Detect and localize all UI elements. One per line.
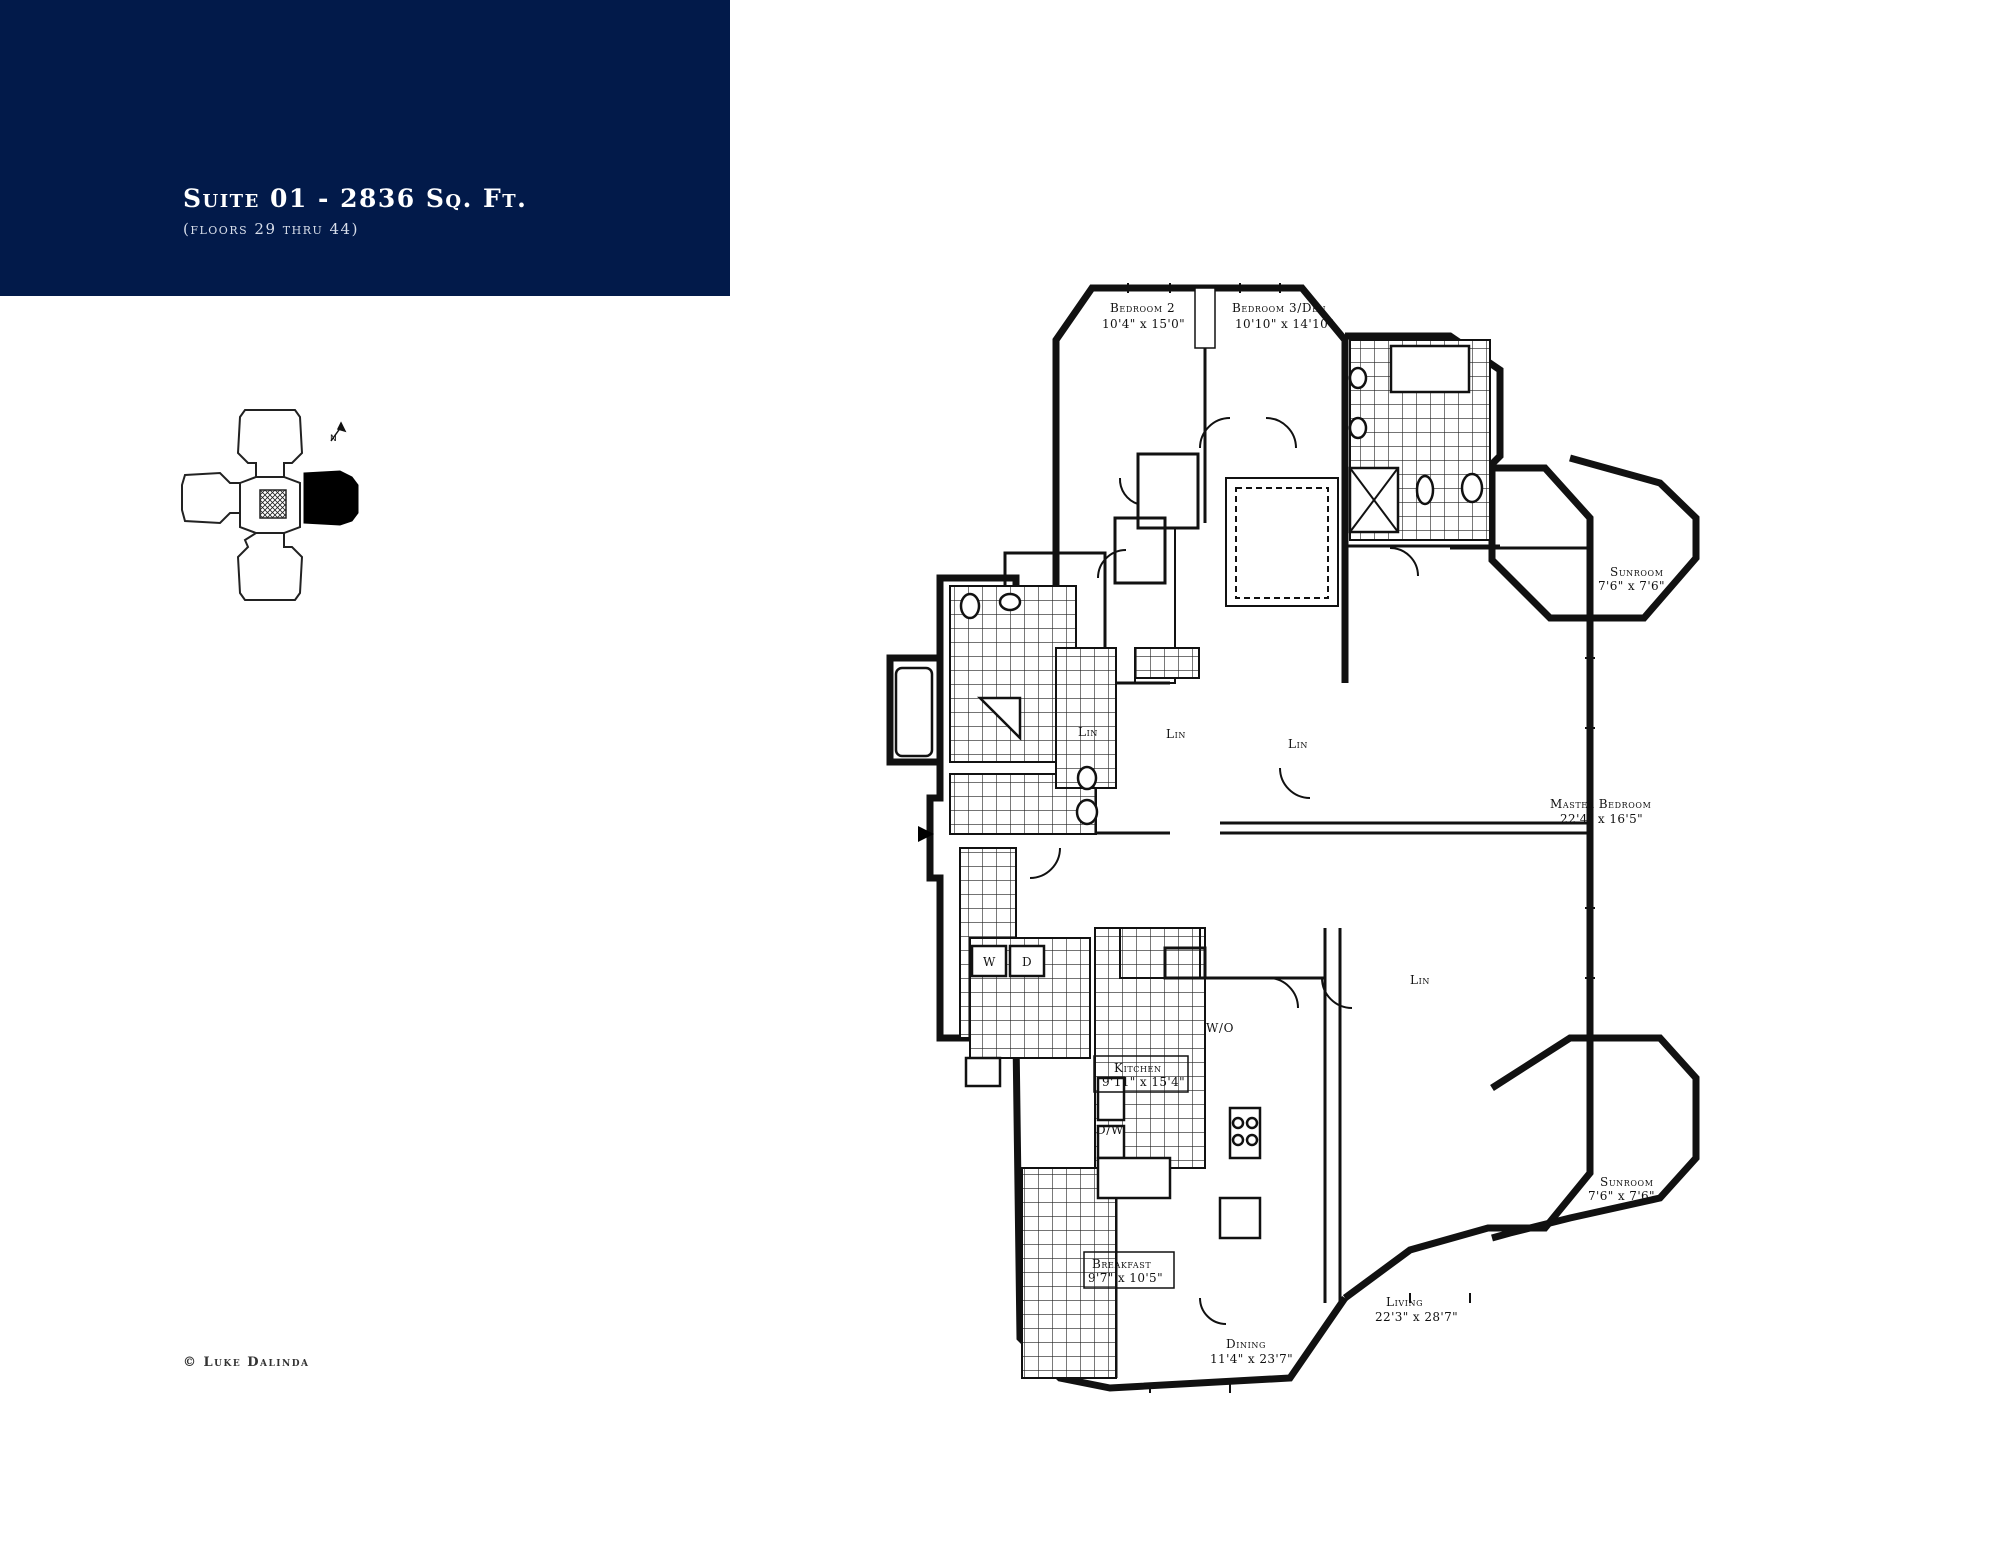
- label-boxes: [1083, 1055, 1189, 1289]
- suite-highlight: [303, 470, 359, 526]
- sunroom-upper-walls: [1488, 454, 1700, 622]
- master-size: 22'4" x 16'5": [1560, 812, 1643, 826]
- copyright: © Luke Dalinda: [183, 1355, 310, 1370]
- svg-text:N: N: [330, 434, 337, 444]
- dishwasher-label: D/W: [1096, 1123, 1124, 1137]
- breakfast-name: Breakfast: [1092, 1257, 1151, 1271]
- linen-label-2: Lin: [1166, 727, 1186, 741]
- dryer-label: D: [1022, 955, 1032, 969]
- kitchen-laundry-fixtures: [964, 944, 1262, 1240]
- sunroom-lower-walls: [1490, 1034, 1700, 1242]
- core-elevators: [259, 489, 287, 519]
- bath2-fixtures: [894, 592, 1099, 826]
- bedroom2-size: 10'4" x 15'0": [1102, 317, 1185, 331]
- bedroom2-name: Bedroom 2: [1110, 301, 1175, 315]
- room-labels: Bedroom 2 10'4" x 15'0" Bedroom 3/Den 10…: [1088, 301, 1665, 1366]
- linen-label-1: Lin: [1078, 725, 1098, 739]
- windows: [1127, 283, 1595, 1393]
- floor-plan: Bedroom 2 10'4" x 15'0" Bedroom 3/Den 10…: [886, 283, 1700, 1393]
- kitchen-size: 9'11" x 15'4": [1102, 1075, 1185, 1089]
- bedroom3-size: 10'10" x 14'10": [1235, 317, 1334, 331]
- master-bath-fixtures: [1348, 344, 1484, 534]
- sunroom-upper-name: Sunroom: [1610, 565, 1664, 579]
- dining-name: Dining: [1226, 1337, 1266, 1351]
- entry-arrow-icon: [918, 826, 934, 842]
- living-size: 22'3" x 28'7": [1375, 1310, 1458, 1324]
- sunroom-lower-size: 7'6" x 7'6": [1588, 1189, 1655, 1203]
- washer-label: W: [983, 955, 996, 969]
- closets: [1136, 452, 1339, 980]
- sunroom-upper-size: 7'6" x 7'6": [1598, 579, 1665, 593]
- linen-label-3: Lin: [1288, 737, 1308, 751]
- breakfast-size: 9'7" x 10'5": [1088, 1271, 1163, 1285]
- living-name: Living: [1386, 1295, 1423, 1309]
- suite-floors: (floors 29 thru 44): [183, 220, 359, 238]
- suite-title: Suite 01 - 2836 Sq. Ft.: [183, 184, 528, 213]
- linen-label-4: Lin: [1410, 973, 1430, 987]
- door-swings: [1029, 417, 1419, 1325]
- bedroom3-name: Bedroom 3/Den: [1232, 301, 1326, 315]
- sunroom-lower-name: Sunroom: [1600, 1175, 1654, 1189]
- north-arrow-icon: N: [330, 421, 347, 444]
- key-plan: N: [181, 409, 359, 601]
- dining-size: 11'4" x 23'7": [1210, 1352, 1293, 1366]
- kitchen-name: Kitchen: [1114, 1061, 1162, 1075]
- walk-in-label: W/O: [1206, 1021, 1234, 1035]
- fixture-labels: Lin Lin Lin Lin W D W/O D/W: [983, 725, 1430, 1137]
- header-band: Suite 01 - 2836 Sq. Ft. (floors 29 thru …: [0, 0, 730, 296]
- tiled-floors: [949, 339, 1491, 1379]
- master-name: Master Bedroom: [1550, 797, 1651, 811]
